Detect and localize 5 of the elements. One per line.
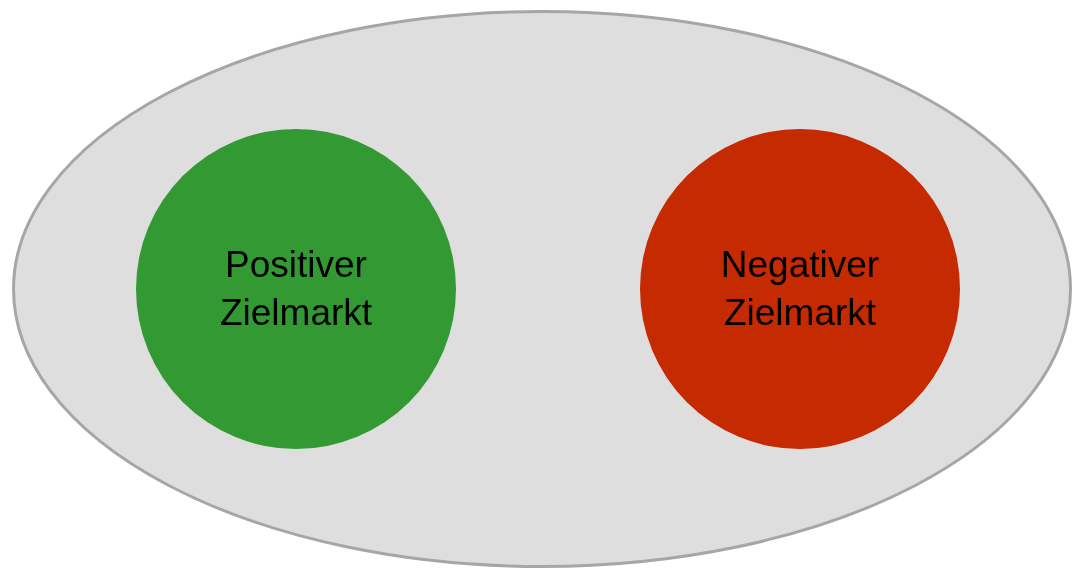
node-label: Negativer Zielmarkt [719, 242, 881, 335]
node-label: Positiver Zielmarkt [218, 242, 374, 335]
ellipse-area [12, 10, 1072, 568]
circle-node [136, 129, 456, 449]
circle-node [640, 129, 960, 449]
